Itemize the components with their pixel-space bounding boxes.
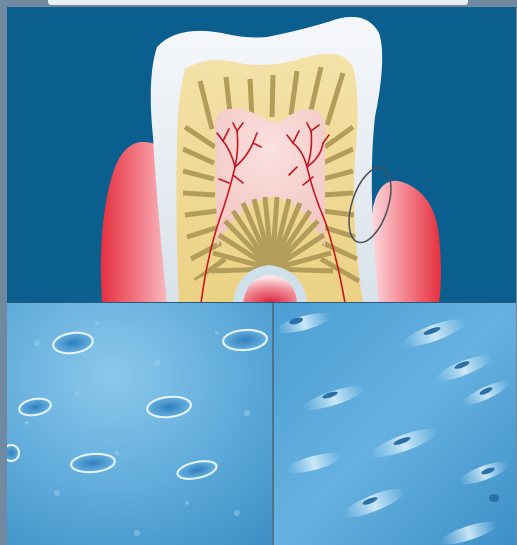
micrograph-occluded-tubules	[274, 303, 516, 545]
micrograph-open-svg	[7, 303, 272, 545]
micrograph-occluded-svg	[274, 303, 516, 545]
tubule-pore	[7, 445, 19, 461]
gum-right	[367, 181, 441, 303]
micrograph-open-tubules	[7, 303, 272, 545]
tooth-diagram	[7, 7, 516, 303]
caption-bar	[48, 0, 468, 5]
tooth-diagram-panel	[7, 7, 516, 303]
